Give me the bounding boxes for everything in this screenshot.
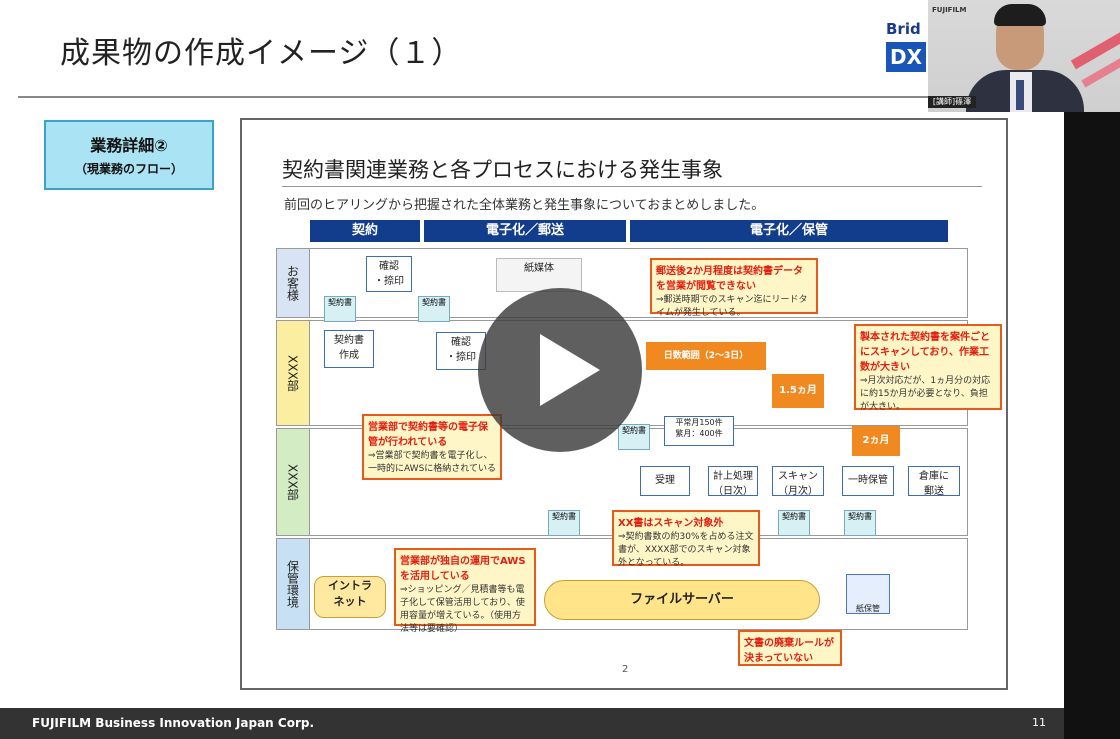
contract-doc-icon: 契約書 (618, 424, 650, 450)
badge-title: 業務詳細② (90, 136, 168, 155)
process-warehouse-mail: 倉庫に 郵送 (908, 466, 960, 497)
callout-disposal-rule: 文書の廃棄ルールが決まっていない (738, 630, 842, 666)
lane-label: XXX部 (277, 429, 310, 535)
contract-doc-icon: 契約書 (548, 510, 580, 536)
callout-lead-time: 郵送後2か月程度は契約書データを営業が閲覧できない ⇒郵送時期でのスキャン迄にリ… (650, 258, 818, 318)
footer-company: FUJIFILM Business Innovation Japan Corp. (32, 716, 315, 730)
presenter-nameplate: [講師]篠澤 (928, 96, 976, 108)
contract-doc-icon: 契約書 (324, 296, 356, 322)
callout-body: ⇒月次対応だが、1ヵ月分の対応に約15か月が必要となり、負担が大きい。 (860, 376, 991, 412)
callout-title: 製本された契約書を案件ごとにスキャンしており、作業工数が大きい (860, 332, 990, 373)
inner-slide-title: 契約書関連業務と各プロセスにおける発生事象 (282, 158, 723, 182)
callout-body: ⇒ショッピング／見積書等も電子化して保管活用しており、使用容量が増えている。（使… (400, 585, 525, 634)
callout-body: ⇒郵送時期でのスキャン迄にリードタイムが発生している。 (656, 295, 808, 318)
days-arrow: 日数範囲（2〜3日） (646, 342, 766, 370)
logo-brid-text: Brid (886, 20, 921, 38)
callout-title: XX書はスキャン対象外 (618, 518, 724, 529)
slide-title: 成果物の作成イメージ（１） (60, 36, 463, 71)
title-divider (18, 96, 1064, 98)
slide-footer: FUJIFILM Business Innovation Japan Corp.… (0, 708, 1064, 739)
phase-digitize-store: 電子化／保管 (630, 220, 948, 242)
badge-subtitle: （現業務のフロー） (74, 162, 183, 176)
webcam-brand: FUJIFILM (932, 6, 967, 14)
callout-sales-e-storage: 営業部で契約書等の電子保管が行われている ⇒営業部で契約書を電子化し、一時的にA… (362, 414, 502, 480)
process-count: 計上処理 （日次） (708, 466, 758, 497)
inner-page-number: 2 (622, 664, 629, 675)
phase-digitize-mail: 電子化／郵送 (424, 220, 626, 242)
file-server: ファイルサーバー (544, 580, 820, 620)
volume-note: 平常月150件 繁月：400件 (664, 416, 734, 446)
callout-sales-aws: 営業部が独自の運用でAWSを活用している ⇒ショッピング／見積書等も電子化して保… (394, 548, 536, 634)
process-receive: 受理 (640, 466, 690, 496)
process-confirm-seal: 確認 ・捺印 (366, 256, 412, 292)
contract-doc-icon: 契約書 (844, 510, 876, 536)
legend-paper: 紙媒体 (496, 258, 582, 292)
callout-title: 文書の廃棄ルールが決まっていない (744, 638, 834, 664)
intranet-storage: イントラ ネット (314, 576, 386, 618)
lane-label: お客様 (277, 249, 310, 317)
presenter-hair (994, 4, 1046, 26)
phase-contract: 契約 (310, 220, 420, 242)
lane-label: XXX部 (277, 321, 310, 425)
play-icon (540, 334, 600, 406)
lane-label: 保管環境 (277, 539, 310, 629)
callout-body: ⇒契約書数の約30%を占める注文書が、XXXX部でのスキャン対象外となっている。 (618, 532, 754, 568)
video-letterbox (1064, 112, 1120, 739)
inner-slide-subtitle: 前回のヒアリングから把握された全体業務と発生事象についておまとめしました。 (284, 198, 765, 213)
paper-storage-icon: 紙保管 (846, 574, 890, 614)
process-contract-create: 契約書 作成 (324, 330, 374, 368)
presenter-tie (1016, 80, 1024, 110)
section-badge: 業務詳細② （現業務のフロー） (44, 120, 214, 190)
months-1-5-arrow: 1.5ヵ月 (772, 374, 824, 408)
brand-logo: Brid DX (886, 20, 926, 72)
callout-title: 営業部が独自の運用でAWSを活用している (400, 556, 526, 582)
process-scan: スキャン （月次） (772, 466, 824, 497)
contract-doc-icon: 契約書 (778, 510, 810, 536)
process-temp-store: 一時保管 (842, 466, 894, 496)
callout-title: 営業部で契約書等の電子保管が行われている (368, 422, 488, 448)
contract-doc-icon: 契約書 (418, 296, 450, 322)
webcam-overlay: FUJIFILM [講師]篠澤 (928, 0, 1120, 112)
callout-body: ⇒営業部で契約書を電子化し、一時的にAWSに格納されている (368, 451, 497, 474)
logo-dx-text: DX (886, 42, 926, 72)
callout-scan-workload: 製本された契約書を案件ごとにスキャンしており、作業工数が大きい ⇒月次対応だが、… (854, 324, 1002, 412)
callout-scan-excluded: XX書はスキャン対象外 ⇒契約書数の約30%を占める注文書が、XXXX部でのスキ… (612, 510, 760, 568)
footer-page-number: 11 (1032, 716, 1046, 729)
process-confirm-seal-2: 確認 ・捺印 (436, 332, 486, 370)
inner-title-divider (282, 186, 982, 187)
callout-title: 郵送後2か月程度は契約書データを営業が閲覧できない (656, 266, 803, 292)
video-play-button[interactable] (478, 288, 642, 452)
months-2-arrow: 2ヵ月 (852, 426, 900, 456)
